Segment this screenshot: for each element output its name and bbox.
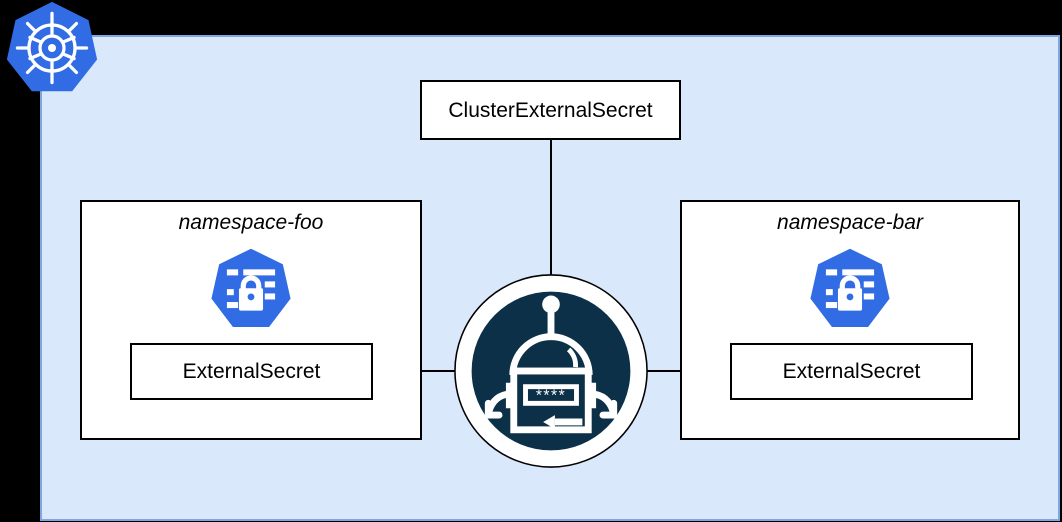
helm-wheel [15, 11, 89, 85]
kubernetes-secret-icon [208, 247, 294, 333]
external-secret-label: ExternalSecret [782, 360, 921, 383]
heptagon-shape [211, 248, 291, 327]
edge-ces-to-operator [550, 140, 552, 296]
namespace-bar-title: namespace-bar [777, 211, 923, 234]
cluster-external-secret-node[interactable]: ClusterExternalSecret [420, 80, 681, 140]
refresh-arrow-icon [543, 415, 583, 429]
cluster-external-secret-label: ClusterExternalSecret [448, 99, 653, 122]
password-field [523, 384, 579, 406]
antenna-ball [542, 295, 560, 314]
external-secret-label: ExternalSecret [182, 360, 321, 383]
password-mask: **** [536, 387, 566, 404]
external-secret-node-bar[interactable]: ExternalSecret [730, 343, 973, 400]
namespace-foo-title: namespace-foo [178, 211, 324, 234]
robot-right-arm [592, 391, 618, 419]
external-secret-node-foo[interactable]: ExternalSecret [130, 343, 373, 400]
external-secrets-operator-robot-logo: **** [453, 273, 649, 469]
kubernetes-secret-icon [807, 247, 893, 333]
robot-body [510, 367, 592, 434]
robot-left-arm [484, 391, 510, 419]
kubernetes-logo [4, 0, 100, 96]
heptagon-shape [810, 248, 890, 327]
